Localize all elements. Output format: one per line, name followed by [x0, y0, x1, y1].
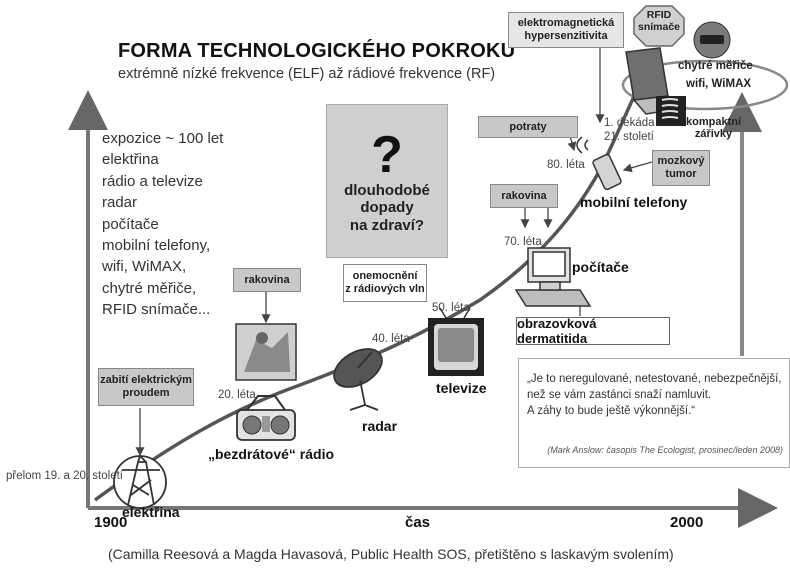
miscarriage-box: potraty: [478, 116, 578, 138]
era-label: 20. léta: [218, 389, 256, 401]
tech-label-mobile: mobilní telefony: [580, 194, 688, 210]
page-subtitle: extrémně nízké frekvence (ELF) až rádiov…: [118, 66, 496, 82]
era-label: 40. léta: [372, 333, 410, 345]
effect-label: proudem: [122, 387, 170, 399]
tech-label-electricity: elektřina: [122, 504, 180, 520]
cfl-line: kompaktní: [686, 116, 742, 128]
cancer-box-1: rakovina: [233, 268, 301, 292]
era-label: 1. dekáda: [604, 117, 655, 129]
era-label: 50. léta: [432, 302, 470, 314]
list-item: počítače: [102, 215, 159, 233]
tech-label-tv: televize: [436, 380, 487, 396]
health-question-box: ? dlouhodobé dopady na zdraví?: [326, 104, 448, 258]
list-item: chytré měřiče,: [102, 279, 197, 297]
era-label: přelom 19. a 20. století: [6, 470, 123, 482]
effect-label: hypersenzitivita: [524, 30, 608, 42]
list-item: rádio a televize: [102, 172, 203, 190]
smart-meter-ellipse: [621, 59, 789, 111]
exposure-list: expozice ~ 100 let elektřina rádio a tel…: [102, 128, 223, 321]
radiowave-illness-box: onemocnění z rádiových vln: [343, 264, 427, 302]
electrocution-box: zabití elektrickým proudem: [98, 368, 194, 406]
quote-line: než se vám zastánci snaží namluvit.: [527, 389, 712, 401]
tech-label-wifi: wifi, WiMAX: [686, 78, 752, 90]
effect-label: tumor: [665, 168, 697, 180]
tv-icon: [428, 307, 484, 376]
radio-icon: [236, 395, 296, 441]
page-title: FORMA TECHNOLOGICKÉHO POKROKU: [118, 40, 516, 62]
rfid-label: RFID snímače: [634, 9, 684, 33]
x-axis-end: 2000: [670, 514, 704, 531]
rfid-line: RFID: [646, 9, 672, 21]
effect-label: z rádiových vln: [345, 283, 425, 295]
arrow-miscarriage: [567, 135, 577, 152]
effect-label: rakovina: [501, 189, 547, 202]
cfl-icon: [656, 96, 686, 126]
cfl-line: zářivky: [694, 128, 733, 141]
effect-label: elektromagnetická: [517, 17, 615, 30]
x-axis-title: čas: [405, 514, 431, 531]
effect-label: rakovina: [244, 273, 290, 286]
list-item: mobilní telefony,: [102, 237, 211, 255]
effect-label: zabití elektrickým: [100, 374, 192, 387]
computer-icon: [514, 247, 592, 307]
question-line: dopady: [360, 199, 414, 217]
tech-label-smart-meters: chytré měřiče: [678, 60, 753, 72]
brain-tumor-box: mozkový tumor: [652, 150, 710, 186]
list-item: elektřina: [102, 151, 159, 169]
effect-label: mozkový: [657, 155, 705, 168]
era-label: 70. léta: [504, 236, 542, 248]
radar-icon: [333, 348, 383, 411]
mobile-phone-icon: [576, 136, 622, 191]
era-label: 80. léta: [547, 159, 585, 171]
cancer-image: [235, 323, 297, 381]
list-item: radar: [102, 194, 138, 212]
era-label: 21. století: [604, 131, 654, 143]
tech-label-cfl: kompaktní zářivky: [686, 116, 741, 140]
quote-line: „Je to neregulované, netestované, nebezp…: [527, 373, 782, 385]
dermatitis-box: obrazovková dermatitida: [516, 316, 670, 346]
rfid-line: snímače: [637, 20, 681, 33]
list-item: RFID snímače...: [102, 301, 211, 319]
question-line: na zdraví?: [349, 216, 425, 234]
rfid-octagon: [633, 5, 685, 47]
quote-box: „Je to neregulované, netestované, nebezp…: [518, 358, 790, 468]
x-axis-start: 1900: [94, 514, 128, 531]
effect-label: onemocnění: [352, 270, 418, 283]
quote-source: (Mark Anslow: časopis The Ecologist, pro…: [547, 445, 783, 455]
cancer-box-2: rakovina: [490, 184, 558, 208]
effect-label: obrazovková dermatitida: [517, 316, 597, 346]
tech-label-radio: „bezdrátové“ rádio: [208, 446, 335, 462]
pylon-icon: [113, 454, 167, 509]
effect-label: potraty: [509, 120, 547, 133]
arrow-brain-tumor: [622, 161, 653, 173]
quote-text: „Je to neregulované, netestované, nebezp…: [527, 371, 781, 419]
credit-line: (Camilla Reesová a Magda Havasová, Publi…: [108, 546, 674, 562]
tech-label-radar: radar: [362, 418, 398, 434]
tech-label-computers: počítače: [572, 259, 629, 275]
question-line: dlouhodobé: [344, 182, 430, 200]
smart-meter-icon: [693, 21, 731, 59]
quote-line: A záhy to bude ještě výkonnější.“: [527, 405, 696, 417]
list-item: wifi, WiMAX,: [102, 258, 187, 276]
hypersensitivity-box: elektromagnetická hypersenzitivita: [508, 12, 624, 48]
list-item: expozice ~ 100 let: [102, 130, 224, 147]
question-mark-icon: ?: [371, 126, 403, 185]
